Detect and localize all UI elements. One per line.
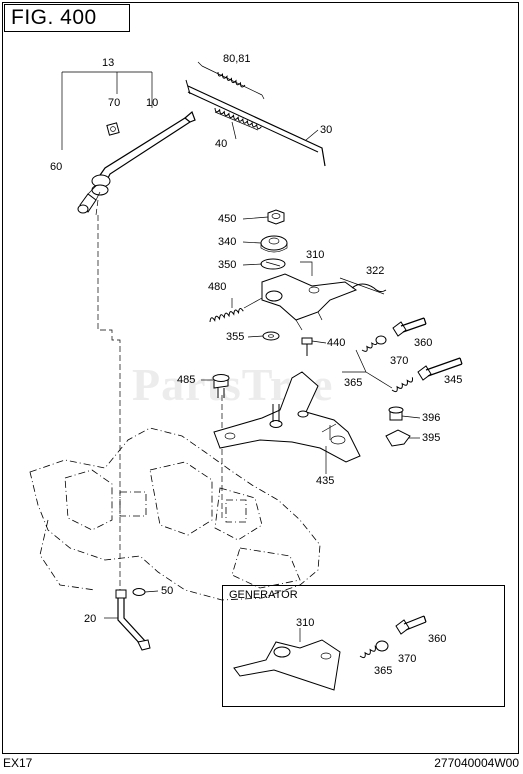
engine-outline [29,427,321,601]
callout-leaders [144,121,421,593]
callout-40: 40 [215,138,227,150]
callout-345: 345 [444,374,462,386]
callout-370: 370 [390,355,408,367]
callout-440: 440 [327,337,345,349]
lower-rod [104,588,151,651]
callout-10: 10 [146,97,158,109]
generator-box: GENERATOR [222,585,505,707]
callout-60: 60 [50,161,62,173]
callout-80-81: 80,81 [223,53,251,65]
callout-gen-360: 360 [428,633,446,645]
callout-395: 395 [422,432,440,444]
footer-model: EX17 [3,756,33,770]
callout-310: 310 [306,249,324,261]
callout-50: 50 [161,585,173,597]
callout-435: 435 [316,475,334,487]
generator-assembly [233,615,427,691]
callout-355: 355 [226,331,244,343]
leader-lines [95,199,223,590]
figure-frame [2,2,519,754]
callout-396: 396 [422,412,440,424]
callout-365: 365 [344,377,362,389]
governor-hardware [260,209,288,270]
generator-title: GENERATOR [229,589,298,601]
callout-480: 480 [208,281,226,293]
callout-322: 322 [366,265,384,277]
callout-360: 360 [414,337,432,349]
adjust-hardware [262,317,463,393]
throttle-arm [61,71,196,214]
callout-30: 30 [320,124,332,136]
governor-lever [209,261,387,331]
governor-rod [185,61,326,167]
callout-450: 450 [218,213,236,225]
callout-20: 20 [84,613,96,625]
callout-labels: 13 70 10 60 80,81 30 40 450 340 350 310 … [50,53,462,677]
callout-gen-370: 370 [398,653,416,665]
footer-part-number: 277040004W00 [434,756,519,770]
callout-350: 350 [218,259,236,271]
figure-title: FIG. 400 [4,4,130,32]
callout-gen-310: 310 [296,617,314,629]
callout-13: 13 [102,57,114,69]
control-bracket [212,371,411,463]
callout-340: 340 [218,236,236,248]
callout-70: 70 [108,97,120,109]
callout-gen-365: 365 [374,665,392,677]
callout-485: 485 [177,374,195,386]
